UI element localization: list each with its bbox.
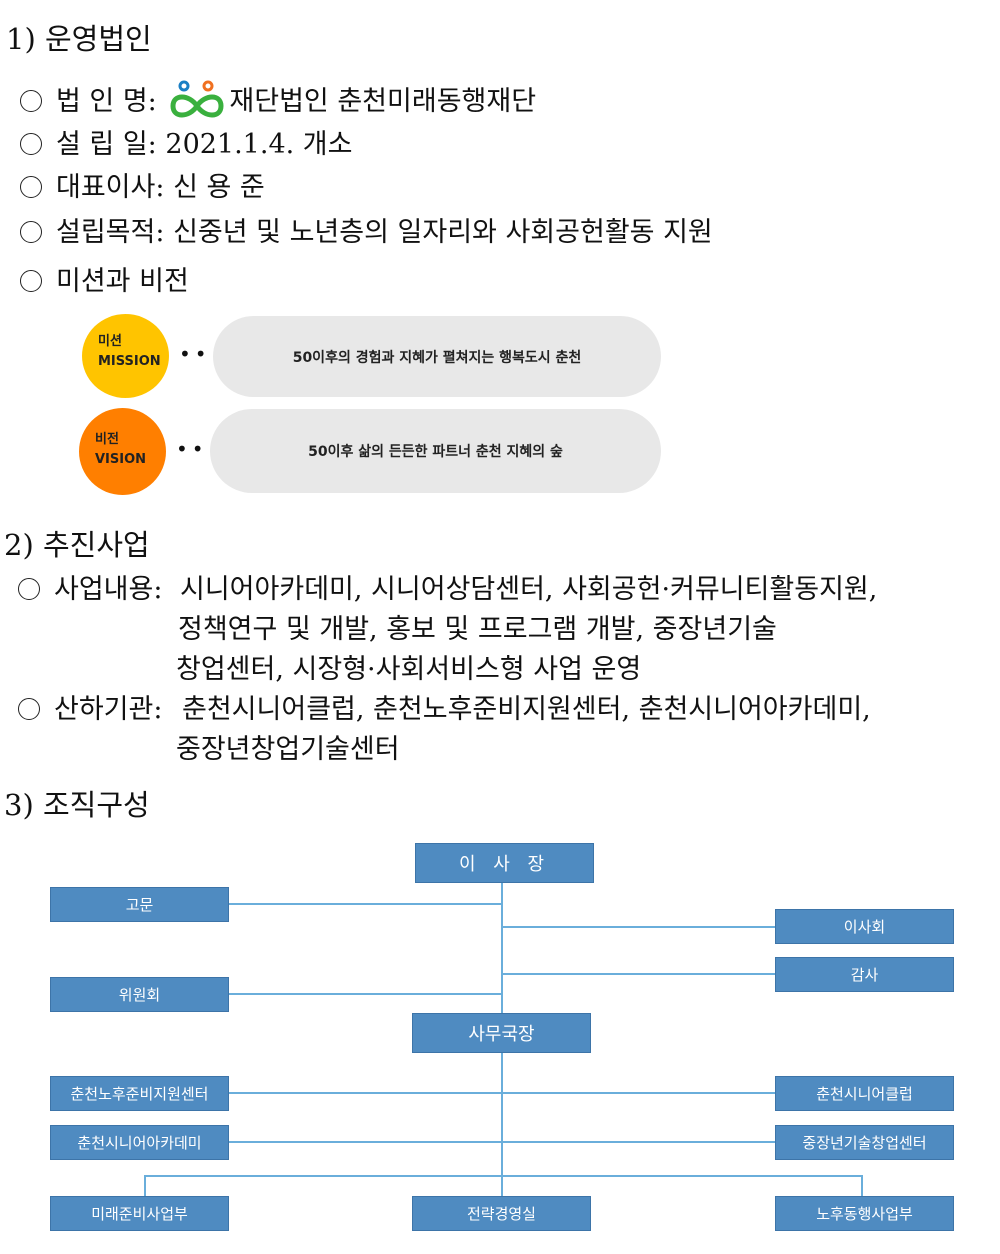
circle-bullet-icon — [20, 90, 42, 112]
org-line-dept3 — [861, 1175, 863, 1196]
business-line-3: 창업센터, 시장형·사회서비스형 사업 운영 — [176, 654, 642, 685]
corp-name-label: 법 인 명: — [56, 86, 157, 117]
business-line-2: 정책연구 및 개발, 홍보 및 프로그램 개발, 중장년기술 — [178, 614, 777, 645]
org-chairman: 이 사 장 — [415, 843, 594, 883]
org-line-advisor — [229, 903, 502, 905]
business-row: 사업내용: — [18, 573, 162, 607]
circle-bullet-icon — [20, 133, 42, 155]
circle-bullet-icon — [18, 578, 40, 600]
affiliates-line-2: 중장년창업기술센터 — [176, 734, 400, 765]
affiliates-line-1: 춘천시니어클럽, 춘천노후준비지원센터, 춘천시니어아카데미, — [182, 694, 871, 725]
corp-name-row: 법 인 명: 재단법인 춘천미래동행재단 — [20, 80, 536, 120]
org-line-depts — [144, 1175, 863, 1177]
mission-label-en: MISSION — [98, 354, 161, 369]
purpose-row: 설립목적: 신중년 및 노년층의 일자리와 사회공헌활동 지원 — [20, 216, 713, 250]
corp-name-value: 재단법인 춘천미래동행재단 — [229, 86, 537, 117]
purpose-value: 신중년 및 노년층의 일자리와 사회공헌활동 지원 — [173, 217, 713, 248]
vision-label-en: VISION — [95, 452, 147, 467]
affiliates-row: 산하기관: — [18, 693, 162, 727]
org-dept2: 전략경영실 — [412, 1196, 591, 1231]
section2-title: 2) 추진사업 — [4, 528, 150, 562]
foundation-logo-icon — [170, 80, 224, 118]
org-line-row2 — [229, 1141, 775, 1143]
ceo-label: 대표이사: — [56, 172, 165, 203]
purpose-label: 설립목적: — [56, 217, 165, 248]
org-advisor: 고문 — [50, 887, 229, 922]
vision-text: 50이후 삶의 든든한 파트너 춘천 지혜의 숲 — [210, 409, 661, 493]
mission-vision-label: 미션과 비전 — [56, 266, 189, 297]
circle-bullet-icon — [18, 698, 40, 720]
circle-bullet-icon — [20, 176, 42, 198]
org-line-board — [502, 926, 775, 928]
org-dept3: 노후동행사업부 — [775, 1196, 954, 1231]
affiliates-label: 산하기관: — [54, 694, 163, 725]
org-board: 이사회 — [775, 909, 954, 944]
mission-badge: 미션 MISSION — [82, 314, 169, 398]
established-row: 설 립 일: 2021.1.4. 개소 — [20, 128, 352, 162]
org-auditor: 감사 — [775, 957, 954, 992]
org-secretary-general: 사무국장 — [412, 1013, 591, 1053]
mission-dots: •• — [179, 342, 211, 366]
org-dept1: 미래준비사업부 — [50, 1196, 229, 1231]
ceo-row: 대표이사: 신 용 준 — [20, 171, 265, 205]
circle-bullet-icon — [20, 221, 42, 243]
org-left2: 춘천시니어아카데미 — [50, 1125, 229, 1160]
ceo-value: 신 용 준 — [173, 172, 265, 203]
mission-label-ko: 미션 — [98, 334, 122, 349]
org-left1: 춘천노후준비지원센터 — [50, 1076, 229, 1111]
org-right1: 춘천시니어클럽 — [775, 1076, 954, 1111]
org-line-auditor — [502, 973, 775, 975]
org-line-row1 — [229, 1092, 775, 1094]
org-right2: 중장년기술창업센터 — [775, 1125, 954, 1160]
vision-label-ko: 비전 — [95, 432, 119, 447]
vision-dots: •• — [176, 437, 208, 461]
section1-title: 1) 운영법인 — [6, 22, 152, 56]
established-label: 설 립 일: — [56, 129, 157, 160]
established-value: 2021.1.4. 개소 — [165, 129, 353, 160]
mission-text: 50이후의 경험과 지혜가 펼쳐지는 행복도시 춘천 — [213, 316, 661, 397]
business-line-1: 시니어아카데미, 시니어상담센터, 사회공헌·커뮤니티활동지원, — [180, 574, 878, 605]
business-label: 사업내용: — [54, 574, 163, 605]
org-committee: 위원회 — [50, 977, 229, 1012]
circle-bullet-icon — [20, 270, 42, 292]
vision-badge: 비전 VISION — [79, 408, 166, 495]
section3-title: 3) 조직구성 — [4, 788, 150, 822]
org-line-committee — [229, 993, 502, 995]
org-line-dept1 — [144, 1175, 146, 1196]
mission-vision-row: 미션과 비전 — [20, 265, 189, 299]
